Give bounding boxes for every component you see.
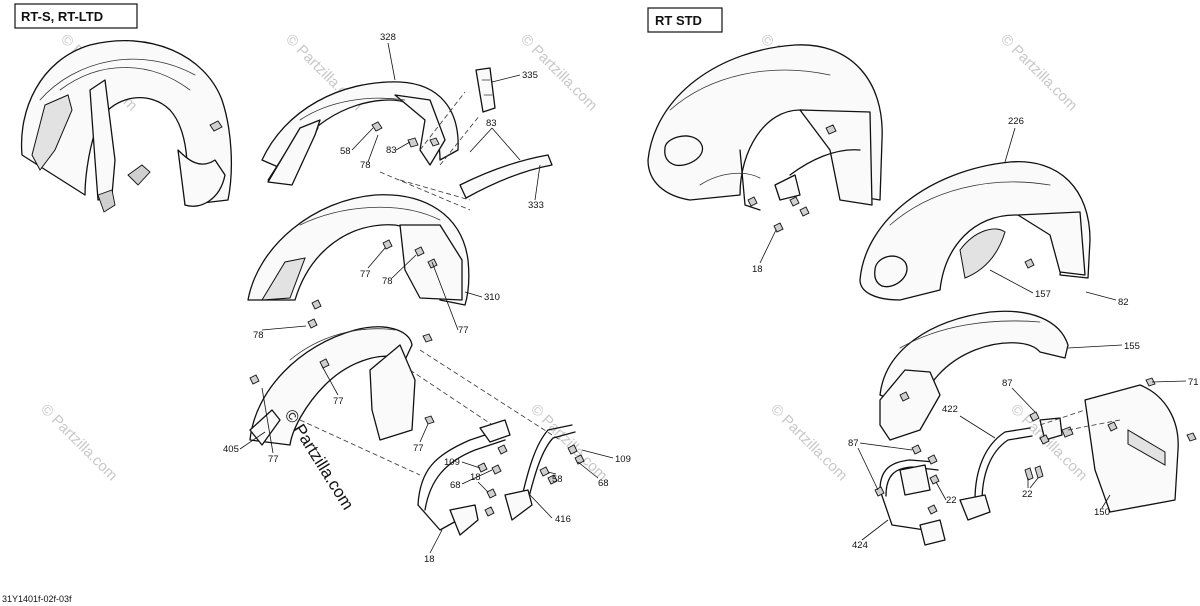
callout-328: 328 <box>380 32 396 43</box>
callout-78: 78 <box>382 276 393 287</box>
callout-155: 155 <box>1124 341 1140 352</box>
watermark: © Partzilla.com <box>997 31 1080 114</box>
assembly-lines-left <box>299 91 561 476</box>
lower-fender-155 <box>879 310 1069 441</box>
mud-flap-150 <box>1084 377 1197 513</box>
rear-fender-226 <box>859 161 1091 301</box>
support-bracket-416 <box>417 419 585 536</box>
callout-422: 422 <box>942 404 958 415</box>
callout-150: 150 <box>1094 507 1110 518</box>
watermark: © Partzilla.com <box>1007 401 1090 484</box>
callout-18: 18 <box>752 264 763 275</box>
fender-shell-328 <box>261 81 459 186</box>
inner-fender-310 <box>247 194 470 310</box>
callout-58: 58 <box>552 474 563 485</box>
diagram-code: 31Y1401f-02f-03f <box>2 594 72 604</box>
callout-18: 18 <box>424 554 435 565</box>
callout-109: 109 <box>444 457 460 468</box>
assembly-lines-right <box>1039 409 1121 431</box>
assembled-fender-rts <box>20 40 233 213</box>
callout-405: 405 <box>223 444 239 455</box>
callout-226: 226 <box>1008 116 1024 127</box>
callout-71: 71 <box>1188 377 1199 388</box>
callout-310: 310 <box>484 292 500 303</box>
callout-83: 83 <box>386 145 397 156</box>
trim-strip-333 <box>459 154 553 199</box>
callouts-left: 328 335 83 58 78 83 333 77 78 310 78 77 … <box>223 32 631 565</box>
support-bracket-422-424 <box>874 411 1074 546</box>
lower-liner-405 <box>249 318 435 446</box>
callout-77: 77 <box>413 443 424 454</box>
callout-82: 82 <box>1118 297 1129 308</box>
callout-87: 87 <box>1002 378 1013 389</box>
variant-label-left: RT-S, RT-LTD <box>14 3 138 29</box>
callout-87: 87 <box>848 438 859 449</box>
callout-68: 68 <box>598 478 609 489</box>
callouts-right: 226 18 157 82 155 87 71 422 87 22 22 150… <box>752 116 1199 551</box>
callout-77: 77 <box>268 454 279 465</box>
watermark: © Partzilla.com <box>767 401 850 484</box>
callout-424: 424 <box>852 540 868 551</box>
callout-335: 335 <box>522 70 538 81</box>
assembled-fender-rtstd <box>647 44 883 233</box>
callout-22: 22 <box>946 495 957 506</box>
callout-58: 58 <box>340 146 351 157</box>
callout-416: 416 <box>555 514 571 525</box>
callout-78: 78 <box>253 330 264 341</box>
variant-label-text: RT STD <box>655 13 702 28</box>
callout-109: 109 <box>615 454 631 465</box>
variant-label-right: RT STD <box>647 7 723 33</box>
callout-68: 68 <box>450 480 461 491</box>
callout-77: 77 <box>360 269 371 280</box>
callout-77: 77 <box>458 325 469 336</box>
callout-22: 22 <box>1022 489 1033 500</box>
variant-label-text: RT-S, RT-LTD <box>21 9 103 24</box>
callout-83: 83 <box>486 118 497 129</box>
watermark: © Partzilla.com <box>37 401 120 484</box>
bracket-335 <box>475 67 496 113</box>
callout-78: 78 <box>360 160 371 171</box>
callout-157: 157 <box>1035 289 1051 300</box>
callout-333: 333 <box>528 200 544 211</box>
watermark-main: © Partzilla.com <box>281 406 358 513</box>
callout-77: 77 <box>333 396 344 407</box>
